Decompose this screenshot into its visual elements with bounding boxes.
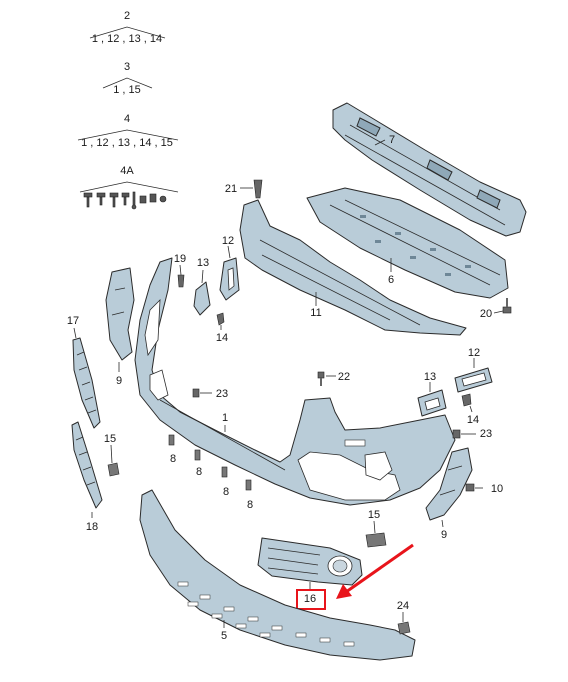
label-11: 11 (310, 307, 321, 319)
clip-part-15-right[interactable]: 15 (365, 509, 387, 548)
label-14-left: 14 (216, 332, 228, 344)
label-20: 20 (480, 308, 492, 320)
bumper-cover-part-1[interactable]: 1 (134, 257, 456, 506)
undertray-part-6[interactable]: 6 (306, 187, 509, 299)
label-10: 10 (491, 483, 503, 495)
fog-lamp-grille-part-16[interactable]: 16 (257, 537, 363, 610)
bracket-part-12-left[interactable]: 12 (219, 235, 240, 301)
kit-4a-number: 4A (120, 165, 134, 177)
lower-spoiler-part-5[interactable]: 5 (139, 489, 416, 661)
holder-part-13-left[interactable]: 13 (193, 257, 211, 316)
label-13-right: 13 (424, 371, 436, 383)
clips-part-8[interactable]: 8 8 8 8 (168, 434, 253, 511)
highlight-box (296, 589, 326, 610)
kit-4-number: 4 (124, 113, 130, 125)
kit-legend: 2 1 , 12 , 13 , 14 3 1 , 15 4 1 , 12 , 1… (77, 10, 179, 210)
label-15-right: 15 (368, 509, 380, 521)
kit-4-contents: 1 , 12 , 13 , 14 , 15 (81, 137, 173, 149)
screw-part-23-left[interactable]: 23 (192, 388, 228, 400)
clip-part-15-left[interactable]: 15 (104, 433, 120, 477)
label-21: 21 (225, 183, 237, 195)
screw-part-22[interactable]: 22 (317, 371, 350, 386)
highlight-arrow-icon (336, 543, 414, 599)
label-8-a: 8 (170, 453, 176, 465)
label-13-left: 13 (197, 257, 209, 269)
side-guide-part-9-left[interactable]: 9 (105, 267, 135, 387)
label-18: 18 (86, 521, 98, 533)
screw-part-14-left[interactable]: 14 (216, 312, 228, 344)
label-7: 7 (389, 134, 395, 146)
bracket-part-12-right[interactable]: 12 (454, 347, 493, 393)
label-6: 6 (388, 274, 394, 286)
kit-3-contents: 1 , 15 (113, 84, 141, 96)
side-guide-part-9-right[interactable]: 9 (425, 447, 473, 541)
label-5: 5 (221, 630, 227, 642)
grille-part-17[interactable]: 17 (67, 315, 101, 429)
label-19: 19 (174, 253, 186, 265)
clip-part-21[interactable]: 21 (225, 179, 263, 199)
air-guide-part-11[interactable]: 11 (239, 199, 467, 336)
label-8-c: 8 (223, 486, 229, 498)
label-1: 1 (222, 412, 228, 424)
impact-member-part-7[interactable]: 7 (332, 102, 527, 237)
screw-part-10[interactable]: 10 (465, 483, 503, 495)
label-9-left: 9 (116, 375, 122, 387)
kit-2-contents: 1 , 12 , 13 , 14 (92, 33, 162, 45)
kit-4a-fasteners-icon (83, 191, 167, 210)
label-14-right: 14 (467, 414, 479, 426)
label-15-left: 15 (104, 433, 116, 445)
kit-2-number: 2 (124, 10, 130, 22)
label-22: 22 (338, 371, 350, 383)
kit-3-number: 3 (124, 61, 130, 73)
label-9-right: 9 (441, 529, 447, 541)
clip-part-24[interactable]: 24 (397, 600, 411, 635)
grille-part-18[interactable]: 18 (71, 421, 103, 533)
label-8-b: 8 (196, 466, 202, 478)
label-12-right: 12 (468, 347, 480, 359)
label-16: 16 (304, 593, 316, 605)
label-12-left: 12 (222, 235, 234, 247)
clip-part-19[interactable]: 19 (174, 253, 186, 288)
label-23-right: 23 (480, 428, 492, 440)
label-8-d: 8 (247, 499, 253, 511)
screw-part-20[interactable]: 20 (480, 298, 512, 320)
screw-part-23-right[interactable]: 23 (452, 428, 492, 440)
screw-part-14-right[interactable]: 14 (461, 393, 479, 426)
label-17: 17 (67, 315, 79, 327)
holder-part-13-right[interactable]: 13 (417, 371, 447, 417)
label-24: 24 (397, 600, 409, 612)
label-23-left: 23 (216, 388, 228, 400)
